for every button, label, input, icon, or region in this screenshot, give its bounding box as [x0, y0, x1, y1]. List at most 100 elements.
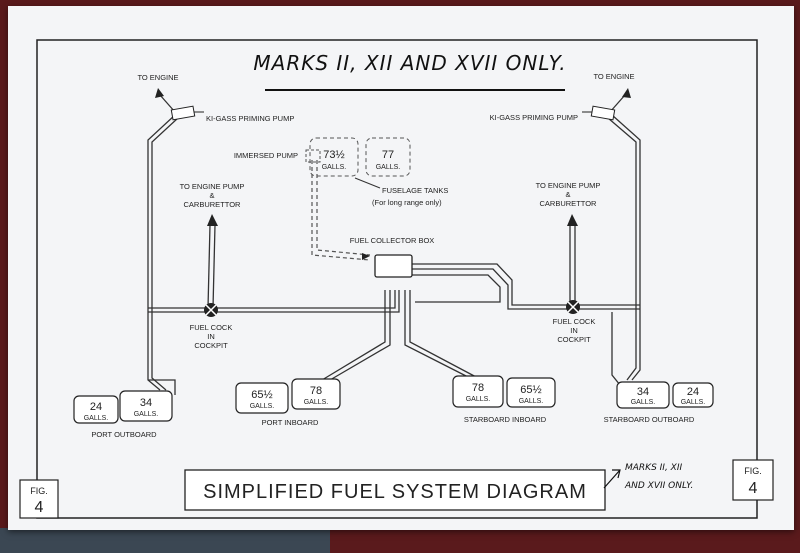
label-cock-right-3: COCKPIT: [557, 335, 591, 344]
label-primer-left: KI-GASS PRIMING PUMP: [206, 114, 294, 123]
svg-text:GALLS.: GALLS.: [519, 398, 544, 405]
arrow-collector-in: [362, 253, 370, 260]
svg-text:GALLS.: GALLS.: [134, 411, 159, 418]
fuselage-leader: [354, 177, 381, 189]
svg-text:78: 78: [472, 382, 484, 394]
svg-text:GALLS.: GALLS.: [84, 415, 109, 422]
fuel-collector-box: [374, 254, 413, 278]
svg-text:24: 24: [687, 386, 699, 398]
label-engine-pump-right-3: CARBURETTOR: [540, 199, 598, 208]
label-cock-right-2: IN: [570, 326, 578, 335]
pipe-stbd-inboard: [404, 290, 471, 379]
fig-label-left: FIG.: [30, 486, 48, 496]
svg-text:GALLS.: GALLS.: [681, 399, 706, 406]
label-port-inboard: PORT INBOARD: [262, 418, 319, 427]
arrow-to-engine-left: [155, 88, 164, 98]
fuselage-pipes: [311, 160, 371, 261]
svg-text:78: 78: [310, 385, 322, 397]
tank-stbd-outboard-b: 24 GALLS.: [672, 382, 714, 408]
label-fuselage-tanks: FUSELAGE TANKS: [382, 186, 448, 195]
label-engine-pump-left-1: TO ENGINE PUMP: [180, 182, 245, 191]
fuselage-tank-a: 73½ GALLS.: [309, 137, 359, 177]
primer-pump-right-icon: [582, 105, 616, 121]
tank-port-outboard-a: 24 GALLS.: [73, 395, 119, 424]
svg-text:GALLS.: GALLS.: [376, 164, 401, 171]
tank-port-inboard-a: 65½ GALLS.: [235, 382, 289, 414]
handnote-arrow: [603, 469, 621, 489]
label-to-engine-right: TO ENGINE: [593, 72, 634, 81]
label-engine-pump-left-2: &: [209, 191, 214, 200]
svg-text:77: 77: [382, 149, 394, 161]
svg-text:GALLS.: GALLS.: [322, 164, 347, 171]
svg-text:65½: 65½: [520, 384, 541, 396]
pipe-main-right: [412, 263, 640, 306]
label-fuselage-note: (For long range only): [372, 198, 442, 207]
dashed-pipe-a: [311, 160, 371, 261]
label-to-engine-left: TO ENGINE: [137, 73, 178, 82]
label-cock-left-3: COCKPIT: [194, 341, 228, 350]
fig-number-right: 4: [749, 480, 758, 497]
svg-text:34: 34: [140, 397, 152, 409]
handnote-line2: AND XVII ONLY.: [624, 481, 693, 491]
svg-text:73½: 73½: [323, 149, 344, 161]
label-primer-right: KI-GASS PRIMING PUMP: [490, 113, 578, 122]
label-starboard-outboard: STARBOARD OUTBOARD: [604, 415, 695, 424]
label-engine-pump-right-1: TO ENGINE PUMP: [536, 181, 601, 190]
pipe-main-left: [148, 290, 396, 309]
immersed-pump-icon: [305, 149, 321, 163]
pipe-left-riser-b: [151, 117, 179, 391]
fuel-cock-right-icon: [566, 300, 580, 314]
fig-number-left: 4: [35, 499, 44, 516]
svg-text:GALLS.: GALLS.: [304, 399, 329, 406]
pipe-right-riser-b: [607, 117, 637, 381]
pipe-left-engine-b: [212, 224, 216, 309]
pipe-to-engine-left: [159, 94, 176, 113]
label-cock-left-2: IN: [207, 332, 215, 341]
dashed-pipe-b: [316, 160, 371, 256]
pipe-right-riser: [611, 114, 641, 381]
label-engine-pump-left-3: CARBURETTOR: [184, 200, 242, 209]
primer-pump-left-icon: [170, 105, 204, 121]
fig-label-right: FIG.: [744, 466, 762, 476]
fuselage-tank-b: 77 GALLS.: [365, 137, 411, 177]
tank-stbd-outboard-a: 34 GALLS.: [616, 381, 670, 409]
label-port-outboard: PORT OUTBOARD: [91, 430, 157, 439]
pipe-left-engine: [207, 224, 211, 309]
label-immersed-pump: IMMERSED PUMP: [234, 151, 298, 160]
svg-text:34: 34: [637, 386, 649, 398]
pipe-loop-right: [412, 274, 501, 303]
arrow-engine-pump-left: [207, 214, 218, 226]
pipe-port-inboard: [329, 290, 391, 381]
tank-port-outboard-b: 34 GALLS.: [119, 390, 173, 422]
tank-stbd-inboard-a: 78 GALLS.: [452, 375, 504, 408]
fuel-cock-left-icon: [204, 303, 218, 317]
label-engine-pump-right-2: &: [565, 190, 570, 199]
svg-text:GALLS.: GALLS.: [466, 396, 491, 403]
arrow-engine-pump-right: [567, 214, 578, 226]
pipe-main-left-b: [148, 290, 400, 313]
tank-port-inboard-b: 78 GALLS.: [291, 378, 341, 410]
svg-text:65½: 65½: [251, 389, 272, 401]
svg-text:GALLS.: GALLS.: [250, 403, 275, 410]
diagram-labels: TO ENGINE TO ENGINE KI-GASS PRIMING PUMP…: [91, 72, 695, 439]
diagram-title: SIMPLIFIED FUEL SYSTEM DIAGRAM: [203, 481, 587, 503]
fig-box-right: [732, 459, 774, 501]
pipe-left-riser: [147, 114, 176, 391]
pipe-port-inboard-b: [321, 290, 386, 381]
label-collector-box: FUEL COLLECTOR BOX: [350, 236, 435, 245]
tank-stbd-inboard-b: 65½ GALLS.: [506, 377, 556, 408]
fig-box-left: [19, 479, 59, 519]
pipe-port-outboard: [148, 379, 176, 395]
label-starboard-inboard: STARBOARD INBOARD: [464, 415, 547, 424]
pipe-stbd-outboard: [611, 312, 621, 386]
arrow-to-engine-right: [622, 88, 631, 98]
label-cock-right-1: FUEL COCK: [553, 317, 596, 326]
book-binding: [0, 528, 330, 553]
svg-text:GALLS.: GALLS.: [631, 399, 656, 406]
title-box: [184, 469, 606, 511]
pipe-main-right-b: [412, 268, 640, 310]
pipe-stbd-inboard-b: [409, 290, 479, 379]
svg-text:24: 24: [90, 401, 102, 413]
label-cock-left-1: FUEL COCK: [190, 323, 233, 332]
